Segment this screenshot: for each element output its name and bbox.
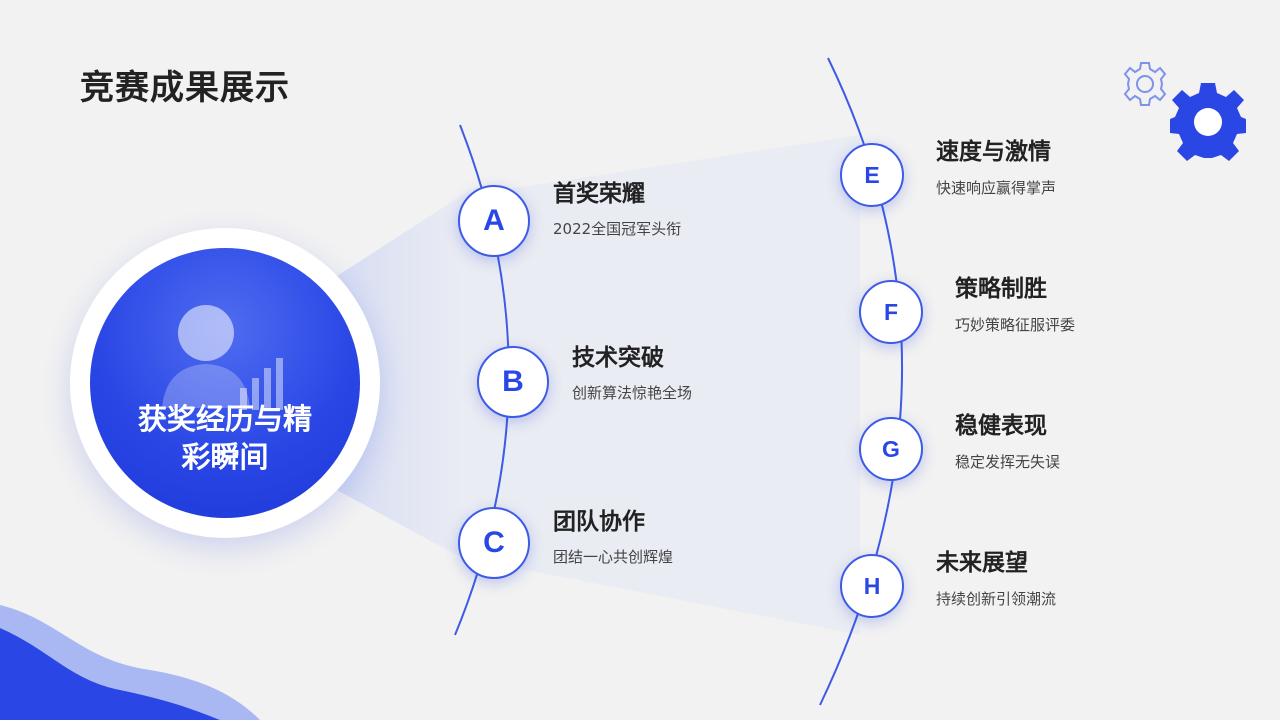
item-g-title: 稳健表现 (955, 413, 1047, 439)
page-title: 竞赛成果展示 (80, 68, 290, 108)
item-e-title: 速度与激情 (936, 139, 1051, 165)
node-c[interactable]: C (458, 507, 530, 579)
item-b-title: 技术突破 (572, 345, 664, 371)
item-g-desc: 稳定发挥无失误 (955, 453, 1061, 471)
item-b-desc: 创新算法惊艳全场 (572, 384, 693, 402)
item-c-title: 团队协作 (553, 509, 645, 535)
item-a-title: 首奖荣耀 (553, 181, 645, 207)
node-h[interactable]: H (840, 554, 904, 618)
node-g[interactable]: G (859, 417, 923, 481)
gear-solid-icon (1170, 83, 1246, 161)
hub-inner: 获奖经历与精 彩瞬间 (90, 248, 360, 518)
node-e[interactable]: E (840, 143, 904, 207)
beam-right (470, 135, 860, 635)
item-h-desc: 持续创新引领潮流 (936, 590, 1057, 608)
node-b[interactable]: B (477, 346, 549, 418)
item-c-desc: 团结一心共创辉煌 (553, 548, 674, 566)
gear-outline-icon (1123, 62, 1167, 106)
item-h-title: 未来展望 (936, 550, 1028, 576)
item-a-desc: 2022全国冠军头衔 (553, 220, 682, 238)
hub-title: 获奖经历与精 彩瞬间 (137, 402, 312, 474)
person-chart-icon (162, 305, 283, 410)
item-f-desc: 巧妙策略征服评委 (955, 316, 1076, 334)
hub-circle: 获奖经历与精 彩瞬间 (70, 228, 380, 538)
item-f-title: 策略制胜 (955, 276, 1047, 302)
node-f[interactable]: F (859, 280, 923, 344)
item-e-desc: 快速响应赢得掌声 (936, 179, 1057, 197)
node-a[interactable]: A (458, 185, 530, 257)
